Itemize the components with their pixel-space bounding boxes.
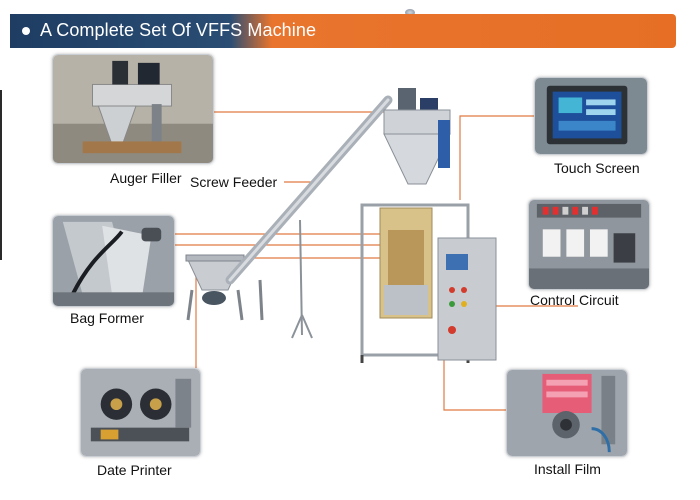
install-film-photo xyxy=(506,369,628,457)
date-printer-label: Date Printer xyxy=(97,462,172,478)
auger-filler-label: Auger Filler xyxy=(110,170,182,186)
bag-former-photo xyxy=(52,215,175,307)
auger-filler-photo xyxy=(52,54,214,164)
banner-title: A Complete Set Of VFFS Machine xyxy=(40,20,317,40)
control-circuit-label: Control Circuit xyxy=(530,292,619,308)
vffs-machine-illustration xyxy=(170,80,510,370)
bag-former-label: Bag Former xyxy=(70,310,144,326)
touch-screen-label: Touch Screen xyxy=(554,160,640,176)
bullet-icon xyxy=(22,27,30,35)
control-circuit-photo xyxy=(528,199,650,290)
top-marker-dot xyxy=(405,9,415,16)
install-film-label: Install Film xyxy=(534,461,601,477)
date-printer-photo xyxy=(80,368,201,457)
touch-screen-photo xyxy=(534,77,648,155)
title-banner: A Complete Set Of VFFS Machine xyxy=(10,14,676,48)
screw-feeder-label: Screw Feeder xyxy=(190,174,278,190)
left-edge-rule xyxy=(0,90,2,260)
